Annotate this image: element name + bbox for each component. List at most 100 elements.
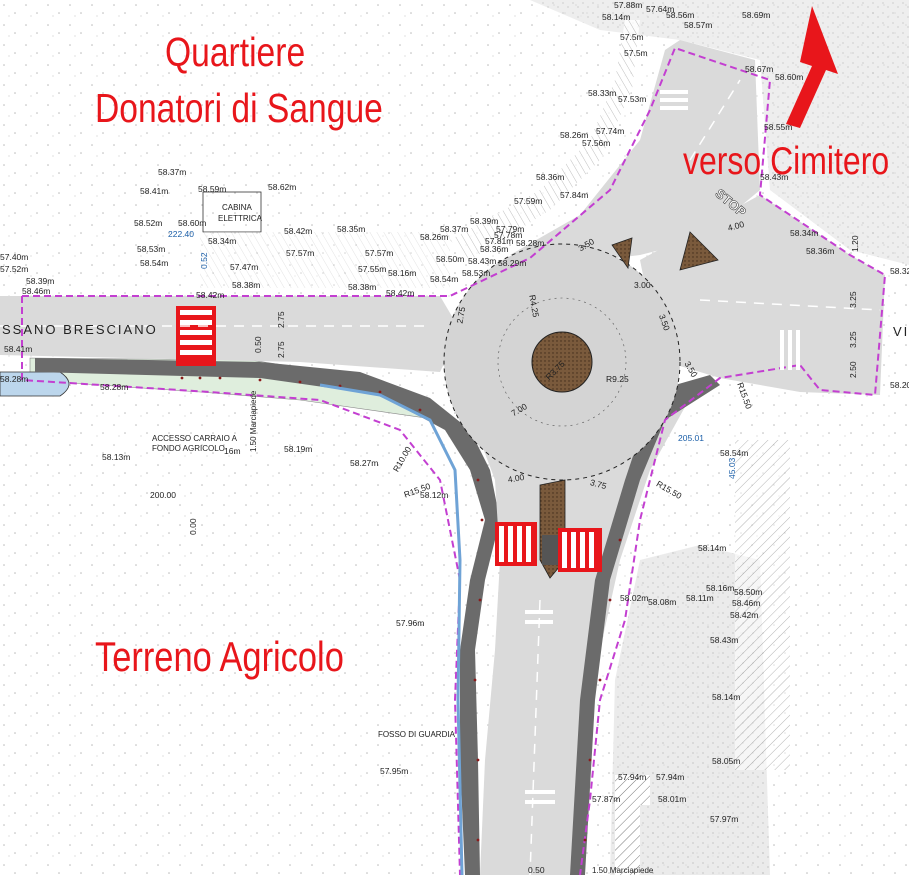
elevation-label: 57.59m	[514, 196, 542, 206]
sidewalk-label-left: 1.50 Marciapiede	[249, 390, 258, 452]
elevation-label: 58.43m	[760, 172, 788, 182]
elevation-label: 58.19m	[284, 444, 312, 454]
path-south-dark	[570, 375, 720, 875]
dim-050: 0.50	[253, 336, 263, 353]
elevation-label: 57.96m	[396, 618, 424, 628]
elevation-label: 58.50m	[734, 587, 762, 597]
elevation-label: 57.87m	[592, 794, 620, 804]
elevation-label: 58.42m	[386, 288, 414, 298]
ditch-channel	[319, 383, 464, 875]
elevation-label: 58.54m	[430, 274, 458, 284]
elevation-label: 57.97m	[710, 814, 738, 824]
elevation-label: 57.57m	[286, 248, 314, 258]
elevation-label: 58.33m	[588, 88, 616, 98]
elevation-label: 57.47m	[230, 262, 258, 272]
elevation-label: 57.94m	[618, 772, 646, 782]
elevation-label: 57.79m	[496, 224, 524, 234]
elevation-label: 58.50m	[436, 254, 464, 264]
elevation-label: 57.74m	[596, 126, 624, 136]
dim-375: 3.75	[589, 477, 608, 491]
elevation-label: 58.43m	[710, 635, 738, 645]
dim-275a: 2.75	[276, 311, 286, 328]
dim-300: 3.00	[634, 280, 651, 290]
elevation-label: 58.52m	[134, 218, 162, 228]
access-label-2: FONDO AGRICOLO	[152, 444, 225, 453]
elevation-label: 57.57m	[365, 248, 393, 258]
lane-lines	[0, 79, 881, 875]
elevation-label: 58.28m	[516, 238, 544, 248]
district-label-line1: Quartiere	[165, 29, 306, 75]
red-bollards	[180, 376, 622, 842]
building-hatch-bottom	[615, 775, 650, 875]
elevation-label: 58.55m	[764, 122, 792, 132]
splitter-north	[611, 237, 633, 270]
elevation-label: 58.69m	[742, 10, 770, 20]
elevation-label: 58.42m	[196, 290, 224, 300]
dim-400a: 4.00	[727, 219, 746, 233]
elevation-label: 58.28m	[100, 382, 128, 392]
road-name-west: SSANO BRESCIANO	[2, 322, 158, 337]
elevation-label: 58.37m	[158, 167, 186, 177]
farmland-label: Terreno Agricolo	[95, 633, 344, 680]
road-north	[510, 40, 760, 260]
elevation-label: 58.27m	[350, 458, 378, 468]
elevation-label: 58.41m	[4, 344, 32, 354]
dim-120: 1.20	[850, 235, 860, 252]
elevation-label: 58.42m	[730, 610, 758, 620]
elevation-label: 58.36m	[536, 172, 564, 182]
cabin-label-2: ELETTRICA	[218, 214, 263, 223]
elevation-label: 58.14m	[712, 692, 740, 702]
splitter-east	[679, 231, 719, 271]
coord-45: 45.03	[727, 457, 737, 479]
elevation-label: 58.36m	[480, 244, 508, 254]
elevation-label: 58.59m	[198, 184, 226, 194]
elevation-label: 57.5m	[624, 48, 648, 58]
elevation-label: 58.36m	[806, 246, 834, 256]
elevation-label: 58.56m	[666, 10, 694, 20]
elevation-label: 58.37m	[440, 224, 468, 234]
road-west	[0, 296, 460, 372]
dim-250: 2.50	[848, 361, 858, 378]
coord-200: 200.00	[150, 490, 176, 500]
elevation-label: 58.34m	[208, 236, 236, 246]
elevation-label: 58.60m	[178, 218, 206, 228]
elevation-label: 58.42m	[284, 226, 312, 236]
elevation-label: 57.53m	[618, 94, 646, 104]
embankment-left	[200, 232, 450, 288]
elevation-labels: 58.37m 58.41m 58.52m 58.53m 58.54m 58.59m 58.6…	[0, 0, 909, 824]
elevation-label: 58.11m	[686, 593, 714, 603]
elevation-label: 58.57m	[684, 20, 712, 30]
roundabout-island	[531, 331, 593, 393]
elevation-label: 58.35m	[337, 224, 365, 234]
elevation-label: 58.02m	[620, 593, 648, 603]
dim-r425: R4.25	[527, 294, 541, 318]
dim-400b: 4.00	[507, 472, 525, 485]
elevation-label: 58.26m	[560, 130, 588, 140]
elevation-label: 57.64m	[646, 4, 674, 14]
district-label-line2: Donatori di Sangue	[95, 85, 383, 131]
elevation-label: 58.12m	[420, 490, 448, 500]
dim-325a: 3.25	[848, 291, 858, 308]
direction-label: verso Cimitero	[683, 140, 890, 183]
elevation-label: 58.26m	[420, 232, 448, 242]
elevation-label: 58.05m	[712, 756, 740, 766]
elevation-label: 58.13m	[102, 452, 130, 462]
access-label-1: ACCESSO CARRAIO A	[152, 434, 238, 443]
elevation-label: 58.41m	[140, 186, 168, 196]
elevation-label: 58.29m	[498, 258, 526, 268]
elevation-label: 58.46m	[22, 286, 50, 296]
elevation-label: 58.53m	[462, 268, 490, 278]
elevation-label: 58.16m	[388, 268, 416, 278]
elevation-label: 58.28m	[0, 374, 28, 384]
dim-r925: R9.25	[606, 374, 629, 384]
coord-16m: 16m	[224, 446, 241, 456]
elevation-label: 58.14m	[602, 12, 630, 22]
elevation-label: 57.40m	[0, 252, 28, 262]
elevation-label: 58.67m	[745, 64, 773, 74]
elevation-label: 58.14m	[698, 543, 726, 553]
dim-325b: 3.25	[848, 331, 858, 348]
crosswalk-south-right	[558, 528, 602, 572]
elevation-label: 58.01m	[658, 794, 686, 804]
elevation-label: 58.08m	[648, 597, 676, 607]
elevation-label: 58.34m	[790, 228, 818, 238]
